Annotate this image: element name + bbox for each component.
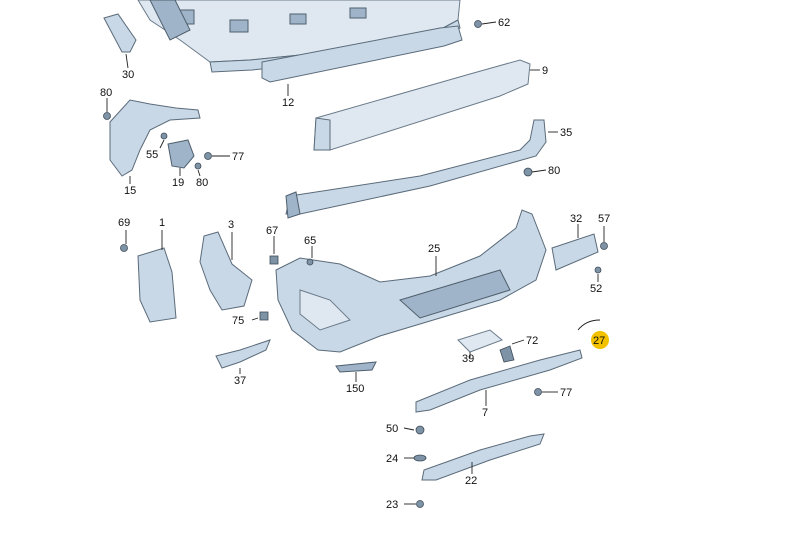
fastener-72 (499, 345, 515, 363)
callout-7: 7 (482, 407, 488, 419)
fastener-52 (594, 266, 602, 274)
part-37-lower-mount (215, 339, 271, 369)
part-150-cover (335, 361, 377, 373)
part-22-lower-trim (421, 433, 545, 481)
fastener-24 (413, 454, 427, 462)
callout-65: 65 (304, 235, 316, 247)
callout-27: 27 (593, 335, 605, 347)
fastener-23 (416, 500, 424, 508)
leader-lines (106, 21, 605, 505)
callout-30: 30 (122, 69, 134, 81)
callout-52: 52 (590, 283, 602, 295)
callout-62: 62 (498, 17, 510, 29)
callout-35: 35 (560, 127, 572, 139)
part-9-energy-absorber (313, 59, 531, 151)
callout-80: 80 (548, 165, 560, 177)
callout-67: 67 (266, 225, 278, 237)
part-12-impact-beam (261, 25, 463, 83)
callout-80: 80 (196, 177, 208, 189)
callout-12: 12 (282, 97, 294, 109)
callout-75: 75 (232, 315, 244, 327)
part-30-bracket (103, 13, 137, 53)
fastener-67 (269, 255, 279, 265)
callout-77: 77 (232, 151, 244, 163)
fastener-57 (600, 242, 608, 250)
part-19-holder (167, 139, 195, 169)
callout-150: 150 (346, 383, 364, 395)
fastener-77-low (534, 388, 542, 396)
fastener-80-mid (194, 162, 202, 170)
part-27-wire (577, 319, 601, 331)
part-32-reflector (551, 233, 599, 271)
callout-22: 22 (465, 475, 477, 487)
fastener-80-left (103, 112, 111, 120)
callout-32: 32 (570, 213, 582, 225)
callout-69: 69 (118, 217, 130, 229)
part-3-mounting-bracket (199, 231, 253, 311)
rear-body-panel (137, 0, 461, 73)
callout-57: 57 (598, 213, 610, 225)
fastener-62 (474, 20, 482, 28)
callout-23: 23 (386, 499, 398, 511)
callout-9: 9 (542, 65, 548, 77)
callout-3: 3 (228, 219, 234, 231)
part-1-left-carrier (137, 247, 177, 323)
highlight-badge-27 (591, 331, 609, 349)
part-15-side-bracket (109, 99, 201, 177)
callout-19: 19 (172, 177, 184, 189)
callout-1: 1 (159, 217, 165, 229)
callout-50: 50 (386, 423, 398, 435)
callout-80: 80 (100, 87, 112, 99)
callout-24: 24 (386, 453, 398, 465)
part-7-diffuser (415, 349, 583, 413)
callout-77: 77 (560, 387, 572, 399)
callout-39: 39 (462, 353, 474, 365)
callout-labels: 62 30 9 80 12 35 55 77 19 80 80 15 69 1 … (100, 17, 610, 511)
part-39-bracket (457, 329, 503, 353)
callout-37: 37 (234, 375, 246, 387)
fastener-80-right (523, 167, 533, 177)
part-25-bumper-cover (275, 209, 547, 353)
fastener-75 (259, 311, 269, 321)
callout-15: 15 (124, 185, 136, 197)
fastener-65 (306, 258, 314, 266)
callout-72: 72 (526, 335, 538, 347)
callout-55: 55 (146, 149, 158, 161)
fastener-50 (415, 425, 425, 435)
fastener-55 (160, 132, 168, 140)
fastener-69 (120, 244, 128, 252)
callout-25: 25 (428, 243, 440, 255)
fastener-77-top (204, 152, 212, 160)
